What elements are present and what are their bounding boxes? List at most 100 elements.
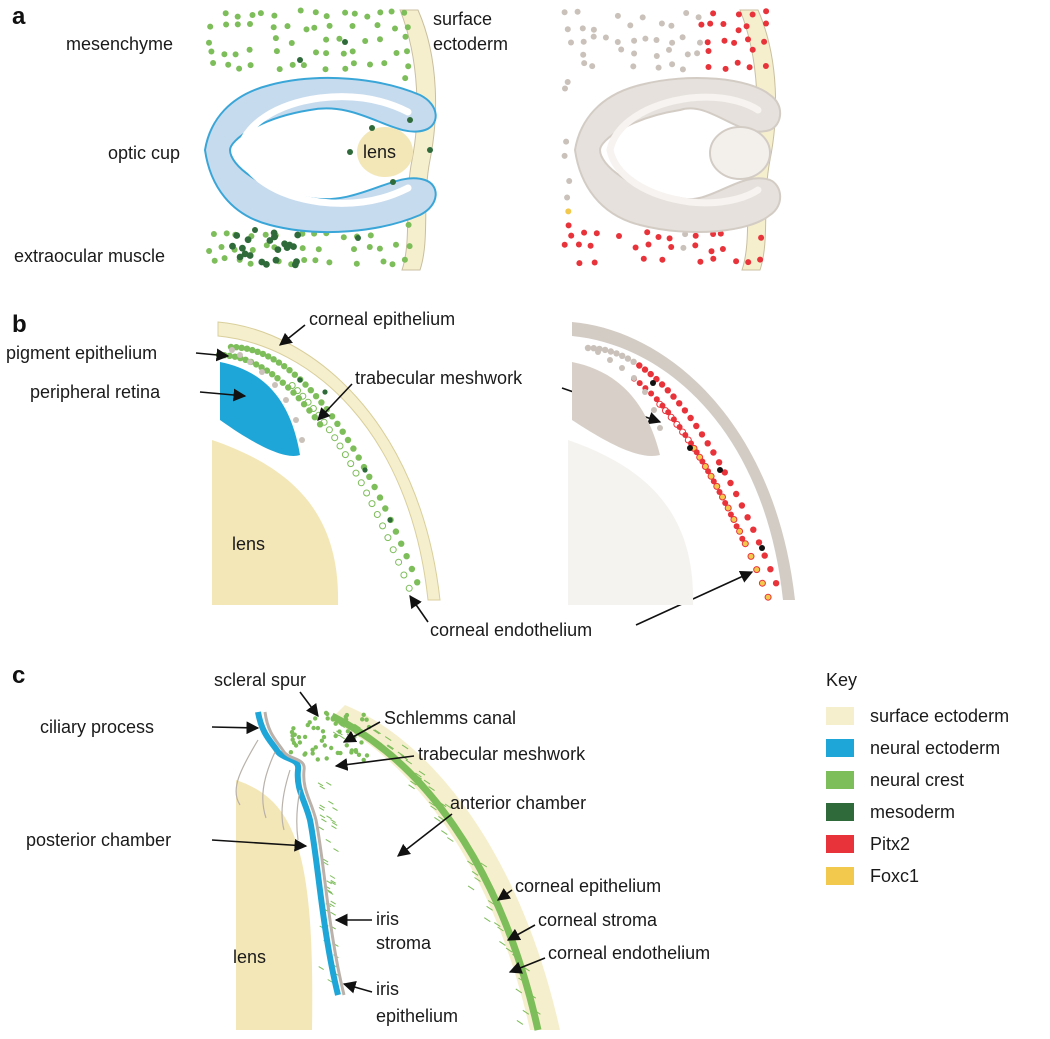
mesoderm-cell: [297, 377, 303, 383]
neural-crest-cell: [299, 245, 306, 252]
stroma-fiber: [439, 802, 447, 808]
stroma-fiber: [486, 905, 493, 911]
trabecular-cell: [302, 734, 308, 740]
unlabelled-cell: [679, 34, 686, 41]
trabecular-cell: [343, 717, 349, 722]
arrow-corneal-endothelium-c: [508, 957, 546, 974]
stroma-fiber: [354, 725, 362, 731]
arrow-posterior-chamber: [211, 838, 308, 852]
neural-crest-cell: [351, 10, 358, 17]
stroma-fiber: [442, 811, 450, 816]
neural-crest-cell: [221, 255, 228, 262]
unlabelled-cell: [613, 350, 620, 357]
pitx2-cell: [670, 393, 677, 400]
arrow-trabecular-meshwork-c: [334, 755, 415, 771]
stroma-fiber: [428, 786, 435, 792]
neural-crest-cell: [270, 24, 277, 31]
neural-crest-cell: [225, 61, 232, 68]
unlabelled-cell: [695, 14, 702, 21]
iris-stroma-fiber: [329, 903, 335, 908]
pitx2-cell: [668, 244, 675, 250]
stroma-fiber: [386, 745, 394, 751]
label-peripheral-retina: peripheral retina: [30, 382, 161, 402]
trabecular-cell: [344, 712, 350, 718]
neural-crest-cell: [247, 260, 254, 267]
iris-epithelium-c: [255, 711, 341, 996]
unlabelled-cell: [589, 63, 596, 70]
endothelial-cell: [373, 511, 381, 518]
unlabelled-cell: [683, 10, 690, 16]
mesoderm-cell: [271, 233, 278, 241]
pitx2-cell: [697, 258, 704, 265]
neural-crest-cell: [350, 445, 357, 452]
trabecular-cell: [305, 722, 310, 728]
pitx2-cell: [693, 449, 700, 456]
pitx2-cell: [692, 242, 699, 249]
label-corneal-epithelium-b: corneal epithelium: [309, 309, 455, 329]
panel-a-right: [561, 8, 782, 271]
pigment-epithelium-cell: [247, 359, 253, 365]
mesoderm-cell: [650, 380, 656, 386]
neural-crest-cell: [382, 505, 389, 512]
label-optic-cup: optic cup: [108, 143, 180, 163]
neural-crest-cell: [249, 346, 256, 354]
pitx2-cell: [576, 260, 583, 267]
mesoderm-cell: [294, 231, 302, 239]
trabecular-cell: [360, 717, 365, 722]
endothelial-cell: [325, 426, 333, 434]
iris-stroma-fiber: [317, 782, 324, 787]
iris-stroma-fiber: [326, 815, 332, 820]
foxc1-cell: [701, 463, 709, 470]
pitx2-cell: [704, 440, 711, 447]
neural-crest-cell: [234, 13, 241, 20]
surface-ectoderm-b-right: [572, 322, 795, 600]
trabecular-cell: [302, 752, 307, 757]
pitx2-cell: [666, 235, 673, 242]
pitx2-cell: [693, 422, 700, 430]
panel-b-left: [212, 321, 441, 605]
neural-crest-cell: [406, 243, 413, 250]
neural-crest-cell: [289, 61, 296, 68]
mesoderm-cell: [717, 467, 723, 473]
endothelial-cell: [405, 584, 413, 592]
neural-crest-cell: [249, 247, 256, 253]
stroma-fiber: [418, 770, 426, 776]
label-lens-b: lens: [232, 534, 265, 554]
unlabelled-cell: [679, 66, 686, 73]
pitx2-cell: [676, 424, 683, 430]
legend-swatch: [826, 707, 854, 725]
pitx2-cell: [761, 38, 768, 45]
mesoderm-cell: [244, 236, 252, 244]
neural-crest-cell: [311, 414, 318, 421]
unlabelled-cell: [566, 178, 573, 184]
stroma-fiber: [374, 729, 381, 735]
neural-crest-cell: [276, 66, 283, 73]
iris-stroma-fiber: [325, 838, 332, 843]
mesoderm-cell: [362, 467, 368, 473]
legend-swatch: [826, 771, 854, 789]
unlabelled-cell: [653, 37, 660, 43]
iris-stroma-fiber: [330, 879, 337, 884]
endothelial-cell: [363, 489, 371, 497]
label-pigment-epithelium: pigment epithelium: [6, 343, 157, 363]
pitx2-cell: [720, 21, 727, 27]
stroma-fiber: [428, 801, 436, 807]
stroma-fiber: [387, 744, 394, 750]
mesoderm-cell: [274, 246, 282, 254]
trabecular-cell: [364, 717, 369, 722]
neural-crest-cell: [270, 356, 277, 363]
stroma-fiber: [516, 1019, 524, 1025]
pitx2-cell: [616, 233, 622, 239]
neural-crest-cell: [210, 60, 217, 66]
iris-stroma-fiber: [327, 890, 334, 895]
pigment-epithelium-cell: [299, 437, 305, 443]
foxc1-cell: [741, 540, 749, 548]
neural-crest-cell: [288, 40, 295, 46]
stroma-fiber: [484, 917, 491, 923]
neural-crest-cell: [259, 350, 267, 358]
panel-b-right: [568, 322, 795, 605]
pitx2-cell: [746, 64, 753, 71]
trabecular-cell: [315, 757, 320, 762]
unlabelled-cell: [631, 37, 638, 44]
